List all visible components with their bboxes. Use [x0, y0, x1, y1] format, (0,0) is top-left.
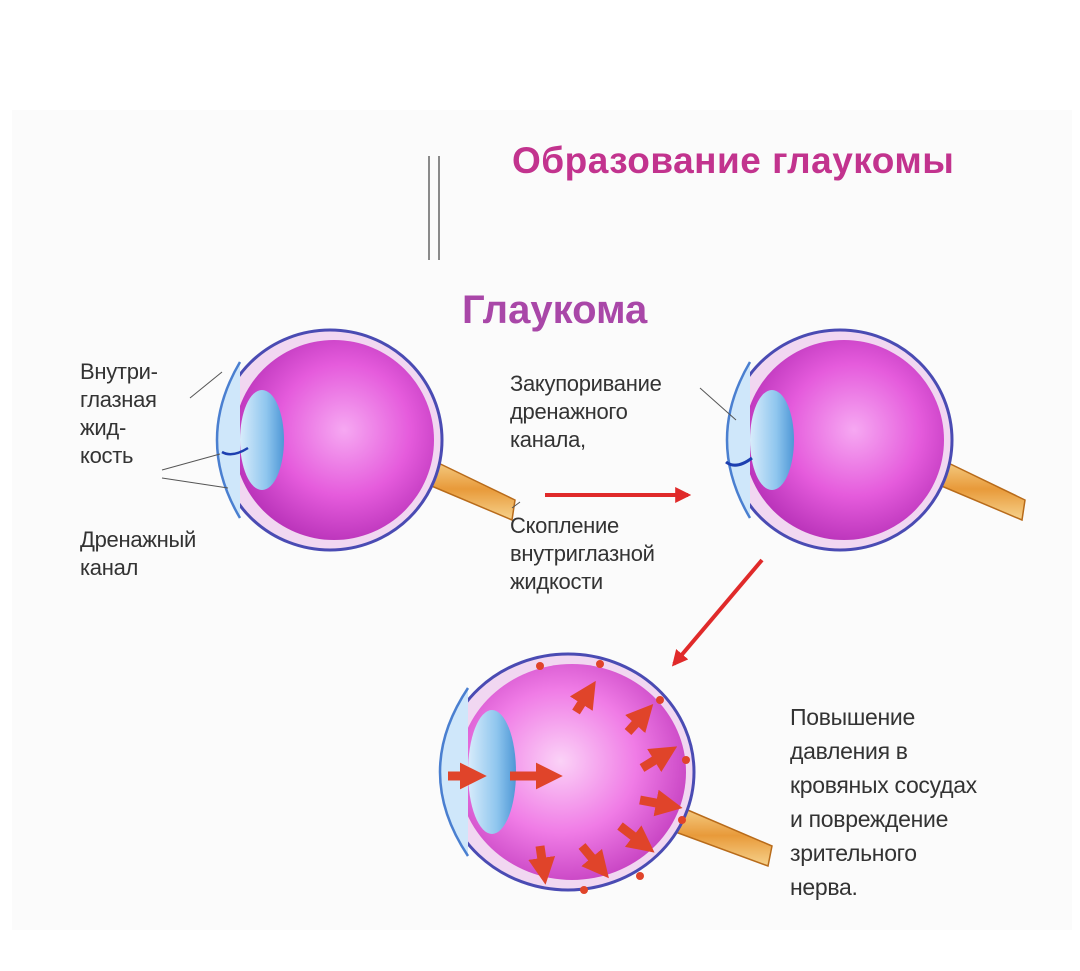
- eye-vitreous: [744, 340, 944, 540]
- divider-bars: [426, 156, 444, 260]
- lens: [468, 710, 516, 834]
- lens: [750, 390, 794, 490]
- drainage-canal-mark: [221, 446, 249, 456]
- eye-blocked: [725, 328, 1026, 552]
- leader-lines: [161, 371, 737, 509]
- lens: [240, 390, 284, 490]
- eye-normal: [215, 328, 516, 552]
- label-fluid-accumulation: Скопление внутриглазной жидкости: [510, 513, 655, 594]
- label-pressure-damage: Повышение давления в кровяных сосудах и …: [790, 704, 977, 900]
- label-canal-blockage: Закупоривание дренажного канала,: [510, 371, 662, 452]
- label-drainage-canal: Дренажный канал: [80, 527, 197, 580]
- cornea: [215, 361, 242, 519]
- eye-vitreous: [234, 340, 434, 540]
- cornea: [725, 361, 752, 519]
- diagram-subtitle: Глаукома: [462, 288, 648, 332]
- blocked-canal-mark: [725, 456, 753, 467]
- label-intraocular-fluid: Внутри- глазная жид- кость: [80, 359, 158, 468]
- page-title: Образование глаукомы: [512, 140, 955, 181]
- wall-pressure-marks: [536, 660, 690, 894]
- pressure-arrows: [448, 680, 683, 885]
- eye-pressure: [438, 652, 773, 894]
- arrow-to-pressure-eye: [671, 558, 764, 667]
